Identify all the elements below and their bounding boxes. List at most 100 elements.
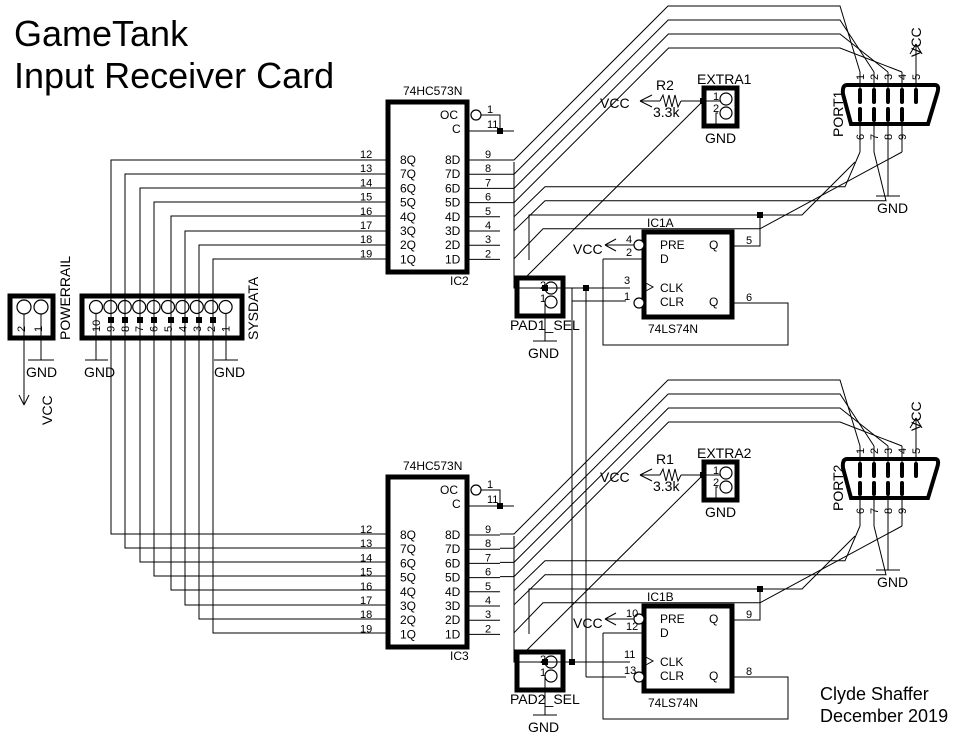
latch-q-num: 13 xyxy=(360,538,372,550)
wire xyxy=(110,159,388,320)
latch-d-pin: 7D xyxy=(445,542,461,556)
latch-ref: IC2 xyxy=(450,274,469,288)
wire xyxy=(500,19,875,175)
db9-pin-num: 2 xyxy=(869,74,881,80)
latch-q-num: 15 xyxy=(360,567,372,579)
extra-gnd: GND xyxy=(705,504,736,520)
wire xyxy=(715,112,718,126)
wire xyxy=(198,244,388,320)
latch-d-pin: 5D xyxy=(445,571,461,585)
wire xyxy=(124,320,388,549)
wire xyxy=(481,114,501,131)
ff-qn: Q xyxy=(709,669,718,683)
powerrail-label: POWERRAIL xyxy=(57,256,73,340)
bus-wires xyxy=(108,159,388,634)
junction-dot xyxy=(182,317,188,323)
wire xyxy=(170,320,388,591)
wire xyxy=(604,612,617,620)
extra-label: EXTRA1 xyxy=(697,71,752,87)
extra-pin-2: 2 xyxy=(713,477,719,489)
ff-pre: PRE xyxy=(660,238,685,252)
author-name: Clyde Shaffer xyxy=(820,684,929,704)
sel-body xyxy=(514,275,566,319)
extra-vcc: VCC xyxy=(600,95,630,111)
latch-q-pin: 7Q xyxy=(400,167,416,181)
author-date: December 2019 xyxy=(820,706,948,726)
wire xyxy=(643,655,655,667)
wire xyxy=(500,33,889,189)
latch-d-num: 6 xyxy=(485,192,491,204)
latch-q-pin: 4Q xyxy=(400,585,416,599)
ff-pre-num: 4 xyxy=(626,234,632,246)
latch-d-num: 5 xyxy=(485,206,491,218)
inverted-pin xyxy=(633,671,645,683)
ff-d: D xyxy=(660,252,669,266)
ff-qn-num: 6 xyxy=(746,292,752,304)
wire xyxy=(639,100,653,108)
latch-d-num: 8 xyxy=(485,163,491,175)
wire xyxy=(528,161,856,260)
resistor-value: 3.3k xyxy=(653,104,680,120)
sysdata-pin-circle xyxy=(175,299,190,315)
latch-q-num: 14 xyxy=(360,552,372,564)
powerrail-gnd: GND xyxy=(26,364,57,380)
sysdata-pin-circle xyxy=(189,299,204,315)
wire xyxy=(524,100,704,279)
extra-label: EXTRA2 xyxy=(697,445,752,461)
latch-q-num: 14 xyxy=(360,177,372,189)
latch-oc-num: 1 xyxy=(487,104,493,116)
inverted-pin xyxy=(633,297,645,309)
db9-pin-num: 3 xyxy=(883,448,895,454)
extra-gnd: GND xyxy=(705,130,736,146)
wire xyxy=(915,417,923,429)
db9-pin-num: 8 xyxy=(883,134,895,140)
latch-oc-label: OC xyxy=(440,483,458,497)
powerrail-vcc: VCC xyxy=(39,395,55,425)
latch-q-num: 12 xyxy=(360,149,372,161)
port-label: PORT2 xyxy=(830,464,846,511)
latch-q-num: 18 xyxy=(360,234,372,246)
latch-ref: IC3 xyxy=(450,649,469,663)
db9-pin-num: 1 xyxy=(855,448,867,454)
extra-vcc: VCC xyxy=(600,469,630,485)
ff-body xyxy=(641,229,735,320)
wire xyxy=(139,187,388,320)
latch-c-label: C xyxy=(452,497,461,511)
wire xyxy=(500,47,903,204)
wire xyxy=(639,94,653,102)
wire xyxy=(500,421,903,578)
wire xyxy=(528,535,856,634)
wire xyxy=(500,5,861,161)
wire xyxy=(513,162,545,289)
ff-clk: CLK xyxy=(660,281,683,295)
wire xyxy=(212,258,388,320)
wire xyxy=(732,589,761,621)
powerrail-pin-1: 1 xyxy=(33,326,45,332)
latch-c-num: 11 xyxy=(487,494,498,506)
ff-clk-num: 3 xyxy=(624,275,630,287)
wire xyxy=(909,43,917,55)
latch-d-pin: 4D xyxy=(445,210,461,224)
latch-q-num: 16 xyxy=(360,206,372,218)
sysdata-pin-number: 5 xyxy=(163,326,175,332)
latch-body xyxy=(385,99,470,275)
junction-dot xyxy=(210,317,216,323)
latch-q-pin: 6Q xyxy=(400,181,416,195)
db9-pin-num: 7 xyxy=(869,508,881,514)
sysdata-pin-circle xyxy=(160,299,176,315)
junction-dot xyxy=(757,586,763,592)
wire xyxy=(659,467,682,483)
wire xyxy=(604,618,617,626)
latch-d-num: 5 xyxy=(485,581,491,593)
latch-q-num: 13 xyxy=(360,163,372,175)
ff-clk-num: 11 xyxy=(624,649,635,661)
wire xyxy=(513,151,861,218)
ff-d-num: 12 xyxy=(626,621,638,633)
wire xyxy=(110,320,388,535)
sysdata-pin-number: 2 xyxy=(206,326,218,332)
ff-q: Q xyxy=(709,238,718,252)
ff-qn-num: 8 xyxy=(746,666,752,678)
latch-d-num: 7 xyxy=(485,552,491,564)
